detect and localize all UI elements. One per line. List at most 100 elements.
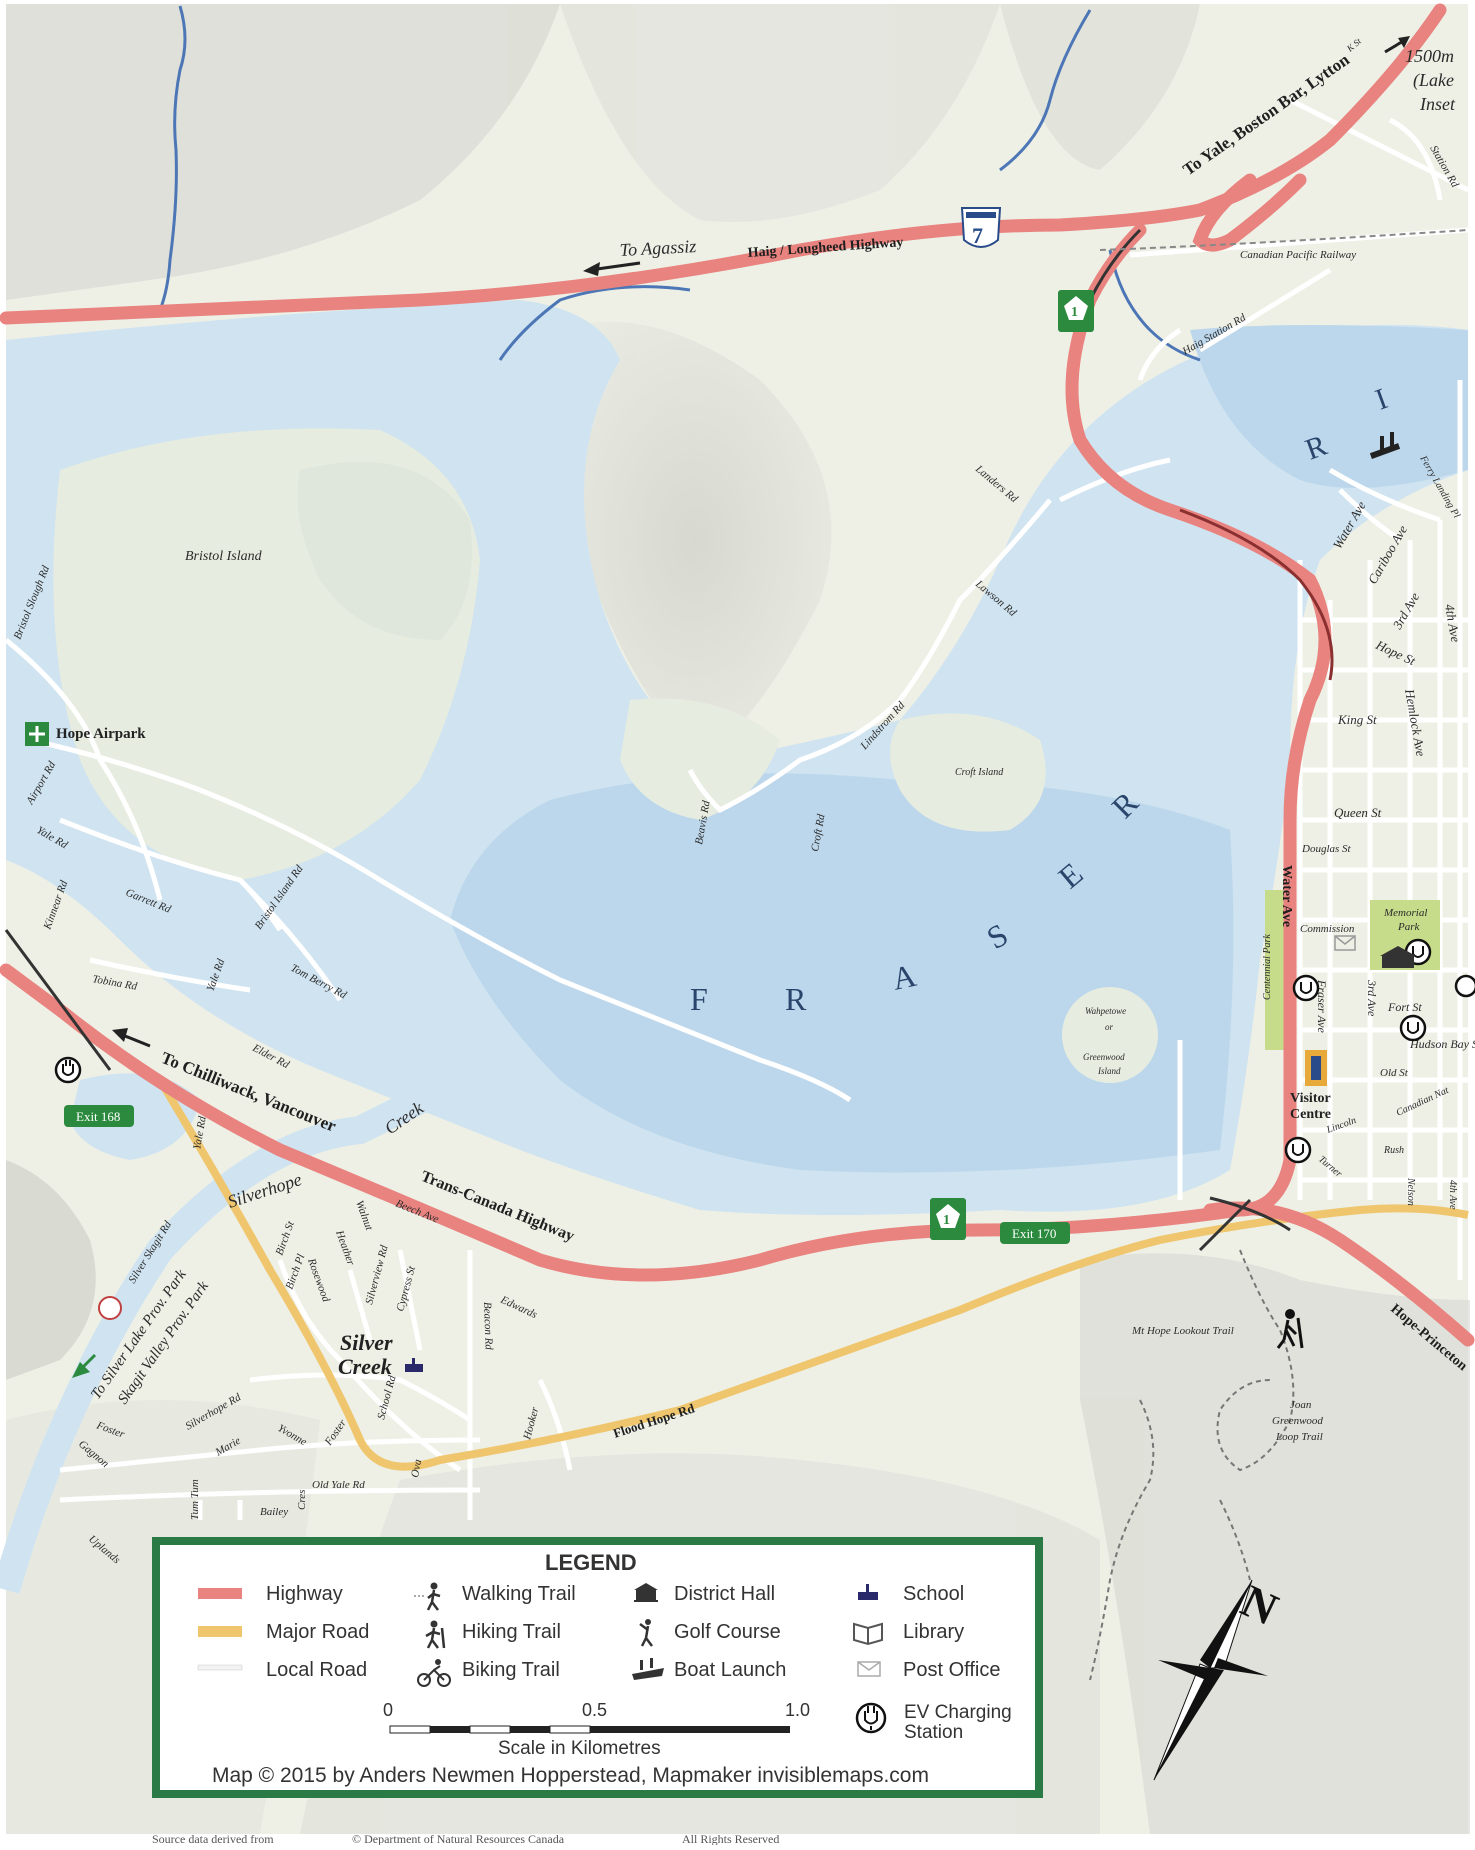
biking-icon	[417, 1659, 451, 1687]
svg-text:Island: Island	[1097, 1066, 1121, 1076]
svg-text:Yale Rd: Yale Rd	[191, 1115, 209, 1151]
legend-ev-line1: EV Charging	[904, 1702, 1012, 1723]
label-mt-hope-trail: Mt Hope Lookout Trail	[1131, 1325, 1234, 1337]
svg-text:Cres: Cres	[296, 1490, 308, 1510]
ev-charging-icon	[1284, 1136, 1312, 1164]
svg-text:4th Ave: 4th Ave	[1442, 603, 1463, 644]
svg-text:0: 0	[383, 1700, 393, 1720]
svg-text:Ova: Ova	[409, 1458, 424, 1479]
legend-title: LEGEND	[545, 1550, 637, 1575]
svg-text:1: 1	[1071, 305, 1078, 320]
map-credit: Map © 2015 by Anders Newmen Hopperstead,…	[212, 1764, 929, 1787]
arrow-head-agassiz	[583, 262, 600, 276]
svg-text:0.5: 0.5	[582, 1700, 607, 1720]
svg-text:Joan: Joan	[1290, 1399, 1312, 1411]
legend-biking-trail: Biking Trail	[462, 1659, 560, 1681]
highway-shadow	[1179, 508, 1334, 681]
district-hall-icon	[634, 1583, 658, 1602]
exit-170-sign: Exit 170	[1000, 1222, 1070, 1244]
railway-line	[1099, 229, 1469, 251]
svg-text:Commission: Commission	[1300, 923, 1355, 935]
major-roads	[156, 1077, 1469, 1471]
svg-text:4th Ave: 4th Ave	[1447, 1180, 1458, 1210]
label-visitor: Visitor	[1290, 1091, 1331, 1106]
school-icon	[405, 1358, 423, 1372]
golf-icon	[639, 1619, 653, 1647]
footer-source: Source data derived from	[152, 1832, 274, 1845]
svg-text:Fort St: Fort St	[1387, 1000, 1422, 1014]
svg-text:Loop Trail: Loop Trail	[1275, 1431, 1323, 1443]
ev-charging-icon	[1454, 974, 1475, 998]
svg-text:Memorial: Memorial	[1383, 907, 1427, 919]
svg-text:Wahpetowe: Wahpetowe	[1085, 1006, 1126, 1016]
svg-text:Douglas St: Douglas St	[1301, 843, 1352, 855]
svg-text:Tum Tum: Tum Tum	[189, 1479, 201, 1520]
svg-text:or: or	[1105, 1022, 1114, 1032]
label-silver: Silver	[340, 1330, 393, 1355]
svg-text:King St: King St	[1337, 712, 1377, 727]
ev-charging-icon	[1292, 974, 1320, 1002]
silverhope-creek-water	[0, 1067, 467, 1594]
legend-golf-course: Golf Course	[674, 1621, 781, 1643]
svg-text:Rush: Rush	[1383, 1145, 1404, 1156]
svg-text:Greenwood: Greenwood	[1272, 1415, 1323, 1427]
svg-text:3rd Ave: 3rd Ave	[1365, 979, 1379, 1017]
legend-post-office: Post Office	[903, 1659, 1000, 1681]
walking-icon	[414, 1582, 441, 1611]
islands	[53, 428, 1158, 1160]
scale-bar: 0 0.5 1.0 Scale in Kilometres	[383, 1700, 810, 1759]
park-icon	[98, 1296, 122, 1320]
svg-text:1: 1	[943, 1213, 950, 1228]
svg-text:Fraser Ave: Fraser Ave	[1315, 979, 1329, 1033]
svg-text:Old St: Old St	[1380, 1067, 1409, 1079]
arrow-head-chilliwack	[112, 1028, 128, 1042]
north-arrow-icon: N	[1153, 1575, 1285, 1781]
legend-local-road: Local Road	[266, 1659, 367, 1681]
hiking-icon	[425, 1620, 446, 1649]
river-letter-r2: R	[785, 981, 807, 1017]
legend-hiking-trail: Hiking Trail	[462, 1621, 561, 1643]
svg-text:Park: Park	[1397, 921, 1421, 933]
svg-text:Canadian Pacific Railway: Canadian Pacific Railway	[1240, 249, 1356, 261]
legend-major-road: Major Road	[266, 1621, 369, 1643]
svg-text:(Lake: (Lake	[1413, 70, 1454, 91]
local-roads	[4, 97, 1470, 1520]
label-creek: Creek	[338, 1354, 392, 1379]
svg-text:Water Ave: Water Ave	[1279, 865, 1294, 927]
legend-highway: Highway	[266, 1583, 343, 1605]
legend-school: School	[903, 1583, 964, 1605]
route-7-shield: 7	[960, 207, 1002, 248]
svg-text:Exit 170: Exit 170	[1012, 1226, 1056, 1241]
legend-walking-trail: Walking Trail	[462, 1583, 576, 1605]
overpass-mark	[1088, 228, 1142, 301]
library-icon	[853, 1622, 883, 1646]
hiking-trails	[1089, 1249, 1295, 1681]
label-centre: Centre	[1290, 1107, 1331, 1122]
svg-text:Greenwood: Greenwood	[1083, 1052, 1125, 1062]
svg-text:1.0: 1.0	[785, 1700, 810, 1720]
label-hope-airpark: Hope Airpark	[56, 726, 146, 742]
svg-text:Bailey: Bailey	[260, 1506, 288, 1518]
legend-district-hall: District Hall	[674, 1583, 775, 1605]
river-letter-f: F	[690, 981, 708, 1017]
label-centennial-park: Centennial Park	[1262, 934, 1273, 1000]
svg-text:Queen St: Queen St	[1334, 805, 1382, 820]
label-bristol-island: Bristol Island	[185, 549, 263, 564]
ev-charging-icon	[54, 1056, 82, 1084]
svg-text:Beacon Rd: Beacon Rd	[481, 1302, 495, 1351]
svg-text:Inset: Inset	[1419, 94, 1456, 114]
school-icon	[858, 1584, 878, 1600]
svg-text:Old Yale Rd: Old Yale Rd	[312, 1479, 365, 1491]
post-office-icon	[857, 1661, 881, 1677]
svg-text:Exit 168: Exit 168	[76, 1109, 120, 1124]
route-7-number: 7	[972, 223, 983, 248]
label-croft-island: Croft Island	[955, 767, 1004, 778]
legend-library: Library	[903, 1621, 964, 1643]
footer-rights: All Rights Reserved	[682, 1832, 779, 1845]
legend: LEGEND Highway Major Road Local Road Wal…	[152, 1537, 1043, 1798]
ev-charging-icon	[855, 1702, 887, 1734]
rail-overpass-2	[1209, 1196, 1291, 1232]
legend-boat-launch: Boat Launch	[674, 1659, 786, 1681]
